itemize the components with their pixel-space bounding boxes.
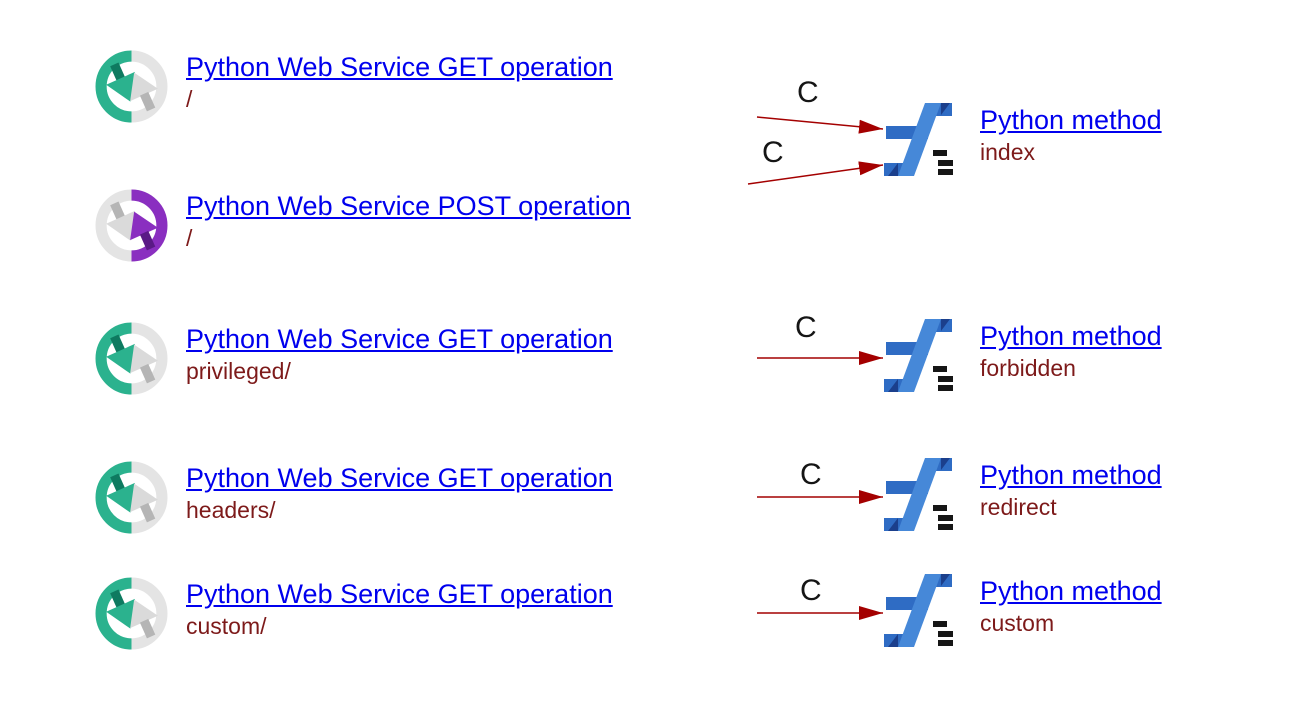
node-title-link[interactable]: Python Web Service GET operation [186, 52, 613, 82]
python-method-icon [880, 571, 958, 658]
node-title-link[interactable]: Python Web Service GET operation [186, 324, 613, 354]
python-method-icon [880, 100, 958, 187]
node-ws-get-root[interactable]: Python Web Service GET operation / [95, 50, 613, 128]
node-title-link[interactable]: Python method [980, 105, 1162, 135]
node-subtitle: headers/ [186, 497, 276, 523]
node-subtitle: forbidden [980, 355, 1076, 381]
node-title-link[interactable]: Python Web Service POST operation [186, 191, 631, 221]
node-ws-get-privileged[interactable]: Python Web Service GET operation privile… [95, 322, 613, 400]
node-subtitle: custom/ [186, 613, 267, 639]
node-method-forbidden[interactable]: Python method forbidden [880, 316, 1162, 403]
web-service-get-icon [95, 50, 168, 128]
node-subtitle: redirect [980, 494, 1057, 520]
node-subtitle: / [186, 225, 193, 251]
node-title-link[interactable]: Python method [980, 460, 1162, 490]
node-ws-get-custom[interactable]: Python Web Service GET operation custom/ [95, 577, 613, 655]
node-title-link[interactable]: Python method [980, 321, 1162, 351]
web-service-get-icon [95, 577, 168, 655]
edge-label-call: C [800, 574, 822, 607]
web-service-post-icon [95, 189, 168, 267]
node-ws-post-root[interactable]: Python Web Service POST operation / [95, 189, 631, 267]
node-ws-get-headers[interactable]: Python Web Service GET operation headers… [95, 461, 613, 539]
node-method-index[interactable]: Python method index [880, 100, 1162, 187]
node-title-link[interactable]: Python Web Service GET operation [186, 463, 613, 493]
python-method-icon [880, 316, 958, 403]
node-method-redirect[interactable]: Python method redirect [880, 455, 1162, 542]
node-method-custom[interactable]: Python method custom [880, 571, 1162, 658]
edge-label-call: C [762, 136, 784, 169]
edge-label-call: C [795, 311, 817, 344]
node-subtitle: / [186, 86, 193, 112]
node-title-link[interactable]: Python method [980, 576, 1162, 606]
web-service-get-icon [95, 322, 168, 400]
edge-label-call: C [800, 458, 822, 491]
node-title-link[interactable]: Python Web Service GET operation [186, 579, 613, 609]
node-subtitle: privileged/ [186, 358, 291, 384]
python-method-icon [880, 455, 958, 542]
edge-label-call: C [797, 76, 819, 109]
node-subtitle: custom [980, 610, 1055, 636]
web-service-get-icon [95, 461, 168, 539]
node-subtitle: index [980, 139, 1035, 165]
